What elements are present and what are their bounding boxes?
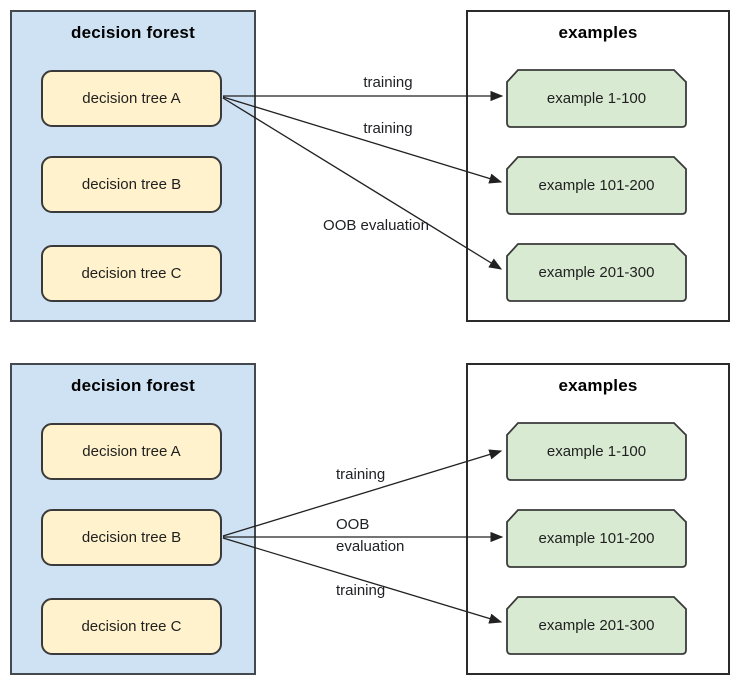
arrow-label-training-4: training [336,582,386,599]
decision-tree-c-label: decision tree C [81,618,182,635]
decision-tree-a-label: decision tree A [82,443,181,460]
card-shape [506,69,687,128]
decision-forest-title: decision forest [71,23,195,42]
oob-label-line1: OOB [336,516,370,533]
oob-label-line2: evaluation [336,538,405,555]
example-1-100-node: example 1-100 [506,422,687,481]
examples-title: examples [558,23,638,42]
examples-title: examples [558,376,638,395]
example-101-200-node: example 101-200 [506,509,687,568]
panel-tree-b: decision forest decision tree A decision… [0,363,737,675]
arrow-label-training-2: training [363,120,413,137]
decision-tree-c-label: decision tree C [81,265,182,282]
decision-tree-b-node: decision tree B [41,509,222,566]
example-201-300-label: example 201-300 [538,264,655,281]
example-201-300-label: example 201-300 [538,617,655,634]
card-shape [506,509,687,568]
examples-box: examples example 1-100 example 101-200 e… [466,363,730,675]
arrow-label-training-3: training [336,466,386,483]
decision-tree-c-node: decision tree C [41,245,222,302]
card-shape [506,243,687,302]
example-1-100-label: example 1-100 [546,90,647,107]
arrow-label-oob-evaluation: OOB evaluation [323,217,429,234]
decision-tree-b-label: decision tree B [81,176,182,193]
decision-tree-b-label: decision tree B [81,529,182,546]
example-201-300-node: example 201-300 [506,596,687,655]
example-201-300-node: example 201-300 [506,243,687,302]
card-shape [506,596,687,655]
panel-tree-a: decision forest decision tree A decision… [0,10,737,322]
decision-tree-c-node: decision tree C [41,598,222,655]
card-shape [506,422,687,481]
decision-forest-title: decision forest [71,376,195,395]
decision-tree-a-node: decision tree A [41,423,222,480]
card-shape [506,156,687,215]
decision-forest-box: decision forest decision tree A decision… [10,363,256,675]
example-1-100-label: example 1-100 [546,443,647,460]
arrow-label-oob-evaluation-2: OOB evaluation [336,514,404,558]
decision-tree-b-node: decision tree B [41,156,222,213]
decision-forest-box: decision forest decision tree A decision… [10,10,256,322]
example-1-100-node: example 1-100 [506,69,687,128]
decision-tree-a-label: decision tree A [82,90,181,107]
example-101-200-node: example 101-200 [506,156,687,215]
examples-box: examples example 1-100 example 101-200 e… [466,10,730,322]
decision-tree-a-node: decision tree A [41,70,222,127]
example-101-200-label: example 101-200 [538,530,655,547]
arrow-label-training-1: training [363,74,413,91]
example-101-200-label: example 101-200 [538,177,655,194]
